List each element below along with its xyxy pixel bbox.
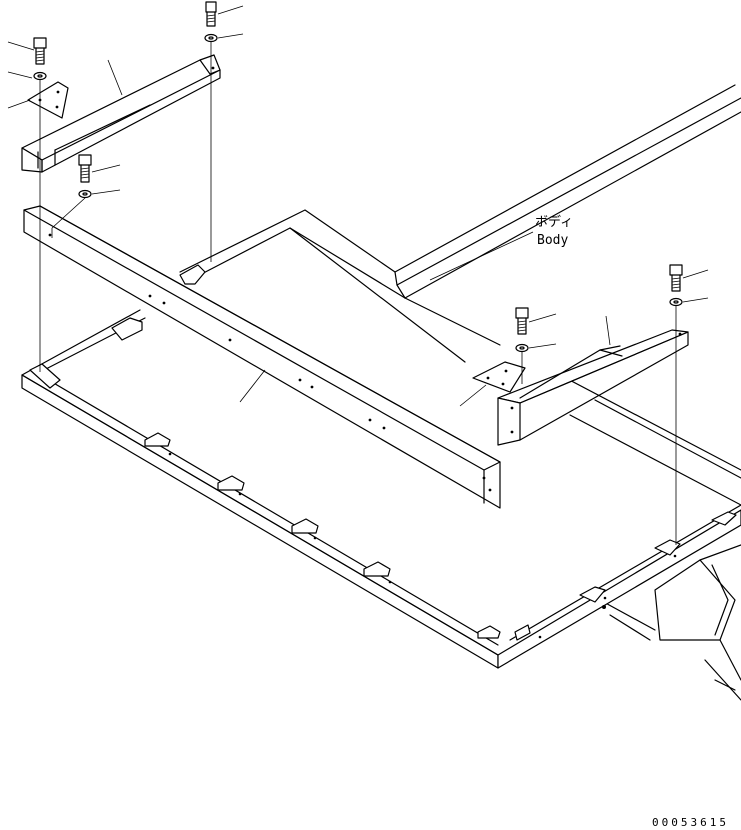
washer-icon <box>33 71 47 81</box>
body-label-jp: ボディ <box>535 214 573 230</box>
washer-icon <box>78 189 92 199</box>
washer-icon <box>515 343 529 353</box>
washer-icon <box>669 297 683 307</box>
body-label-en: Body <box>537 233 568 248</box>
assembly-lines <box>39 42 677 545</box>
bolt-icon <box>669 264 683 292</box>
lower-frame <box>21 264 741 669</box>
bolt-icon <box>33 37 47 65</box>
body-frame <box>179 84 741 701</box>
bolt-icon <box>205 1 217 27</box>
right-bracket <box>472 329 689 446</box>
washer-icon <box>204 33 218 43</box>
drawing-number: 00053615 <box>652 816 729 829</box>
bolt-icon <box>515 307 529 335</box>
bolt-icon <box>78 154 92 183</box>
middle-rail <box>23 205 501 509</box>
upper-left-bracket <box>21 54 221 173</box>
leader-lines <box>7 5 709 407</box>
